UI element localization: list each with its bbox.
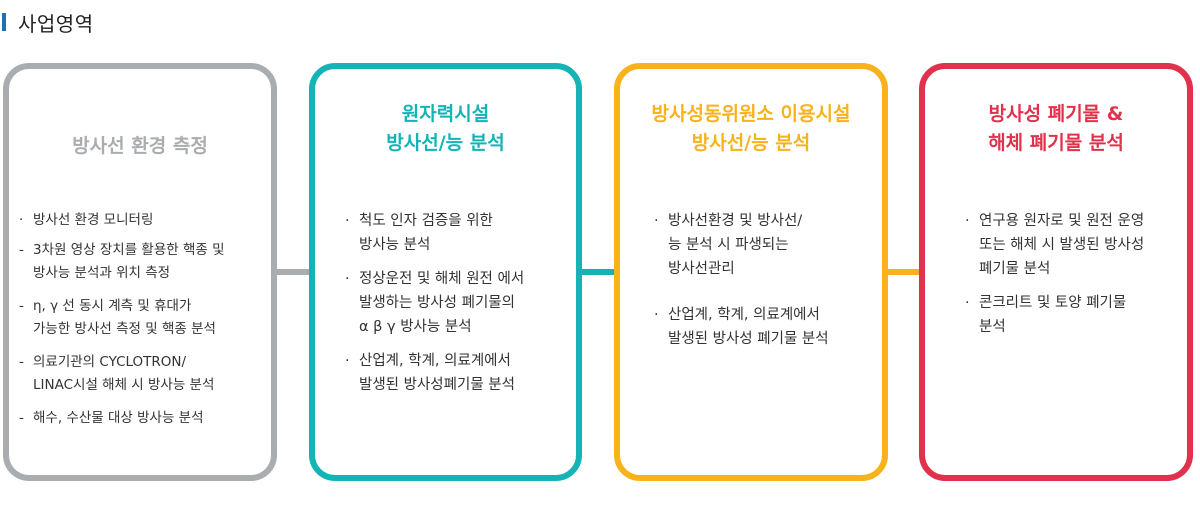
- list-item: · 방사선환경 및 방사선/ 능 분석 시 파생되는 방사선관리: [654, 209, 829, 281]
- list-item: - 해수, 수산물 대상 방사능 분석: [19, 407, 225, 430]
- card-title: 원자력시설 방사선/능 분석: [315, 100, 576, 158]
- bullet-marker: ·: [345, 271, 350, 287]
- card-title-line: 원자력시설: [401, 103, 490, 125]
- card-item-list: · 척도 인자 검증을 위한 방사능 분석 · 정상운전 및 해체 원전 에서 …: [345, 209, 524, 407]
- card-title: 방사성 폐기물 & 해체 폐기물 분석: [925, 100, 1187, 158]
- card-radioisotope-facility: 방사성동위원소 이용시설 방사선/능 분석 · 방사선환경 및 방사선/ 능 분…: [614, 63, 888, 481]
- card-radiation-environment: 방사선 환경 측정 · 방사선 환경 모니터링 - 3차원 영상 장치를 활용한…: [3, 63, 277, 481]
- list-item: · 척도 인자 검증을 위한 방사능 분석: [345, 209, 524, 257]
- item-text: 방사선환경 및 방사선/ 능 분석 시 파생되는 방사선관리: [668, 213, 803, 277]
- page-title: 사업영역: [18, 11, 94, 36]
- page-header: 사업영역: [0, 6, 94, 38]
- list-item: - η, γ 선 동시 계측 및 휴대가 가능한 방사선 측정 및 핵종 분석: [19, 295, 225, 341]
- list-item: - 의료기관의 CYCLOTRON/ LINAC시설 해체 시 방사능 분석: [19, 351, 225, 397]
- list-item: · 콘크리트 및 토양 폐기물 분석: [965, 291, 1144, 339]
- card-waste-decommissioning: 방사성 폐기물 & 해체 폐기물 분석 · 연구용 원자로 및 원전 운영 또는…: [919, 63, 1193, 481]
- bullet-marker: ·: [965, 295, 970, 311]
- card-title-line: 방사선/능 분석: [691, 132, 811, 154]
- card-title: 방사선 환경 측정: [9, 132, 271, 161]
- item-text: 해수, 수산물 대상 방사능 분석: [33, 410, 204, 426]
- list-item: · 정상운전 및 해체 원전 에서 발생하는 방사성 폐기물의 α β γ 방사…: [345, 267, 524, 339]
- card-item-list: · 방사선 환경 모니터링 - 3차원 영상 장치를 활용한 핵종 및 방사능 …: [19, 209, 225, 440]
- item-text: 방사선 환경 모니터링: [33, 212, 154, 228]
- dash-marker: -: [19, 410, 24, 426]
- dash-marker: -: [19, 242, 24, 258]
- item-text: 산업계, 학계, 의료계에서 발생된 방사성 폐기물 분석: [668, 307, 829, 347]
- card-title-line: 방사성 폐기물 &: [988, 103, 1124, 125]
- bullet-marker: ·: [965, 213, 970, 229]
- list-item: · 산업계, 학계, 의료계에서 발생된 방사성폐기물 분석: [345, 349, 524, 397]
- item-text: 연구용 원자로 및 원전 운영 또는 해체 시 발생된 방사성 폐기물 분석: [979, 213, 1145, 277]
- card-title-line: 해체 폐기물 분석: [988, 132, 1124, 154]
- bullet-marker: ·: [345, 353, 350, 369]
- item-text: 의료기관의 CYCLOTRON/ LINAC시설 해체 시 방사능 분석: [33, 354, 215, 393]
- card-title-line: 방사선/능 분석: [386, 132, 505, 154]
- item-text: 3차원 영상 장치를 활용한 핵종 및 방사능 분석과 위치 측정: [33, 242, 225, 281]
- dash-marker: -: [19, 354, 24, 370]
- list-item: · 방사선 환경 모니터링: [19, 209, 225, 232]
- card-title-line: 방사성동위원소 이용시설: [651, 103, 851, 125]
- card-item-list: · 연구용 원자로 및 원전 운영 또는 해체 시 발생된 방사성 폐기물 분석…: [965, 209, 1144, 349]
- item-text: 콘크리트 및 토양 폐기물 분석: [979, 295, 1127, 335]
- item-text: η, γ 선 동시 계측 및 휴대가 가능한 방사선 측정 및 핵종 분석: [33, 298, 216, 337]
- dash-marker: -: [19, 298, 24, 314]
- bullet-marker: ·: [654, 307, 659, 323]
- list-item: · 연구용 원자로 및 원전 운영 또는 해체 시 발생된 방사성 폐기물 분석: [965, 209, 1144, 281]
- item-text: 산업계, 학계, 의료계에서 발생된 방사성폐기물 분석: [359, 353, 515, 393]
- card-item-list: · 방사선환경 및 방사선/ 능 분석 시 파생되는 방사선관리 · 산업계, …: [654, 209, 829, 373]
- bullet-marker: ·: [345, 213, 350, 229]
- card-title: 방사성동위원소 이용시설 방사선/능 분석: [620, 100, 882, 158]
- card-nuclear-facility: 원자력시설 방사선/능 분석 · 척도 인자 검증을 위한 방사능 분석 · 정…: [309, 63, 582, 481]
- header-accent-bar: [2, 13, 6, 31]
- list-item: · 산업계, 학계, 의료계에서 발생된 방사성 폐기물 분석: [654, 303, 829, 351]
- list-item: - 3차원 영상 장치를 활용한 핵종 및 방사능 분석과 위치 측정: [19, 239, 225, 285]
- bullet-marker: ·: [654, 213, 659, 229]
- item-text: 정상운전 및 해체 원전 에서 발생하는 방사성 폐기물의 α β γ 방사능 …: [359, 271, 525, 335]
- item-text: 척도 인자 검증을 위한 방사능 분석: [359, 213, 493, 253]
- card-title-line: 방사선 환경 측정: [72, 135, 208, 157]
- bullet-marker: ·: [19, 212, 24, 228]
